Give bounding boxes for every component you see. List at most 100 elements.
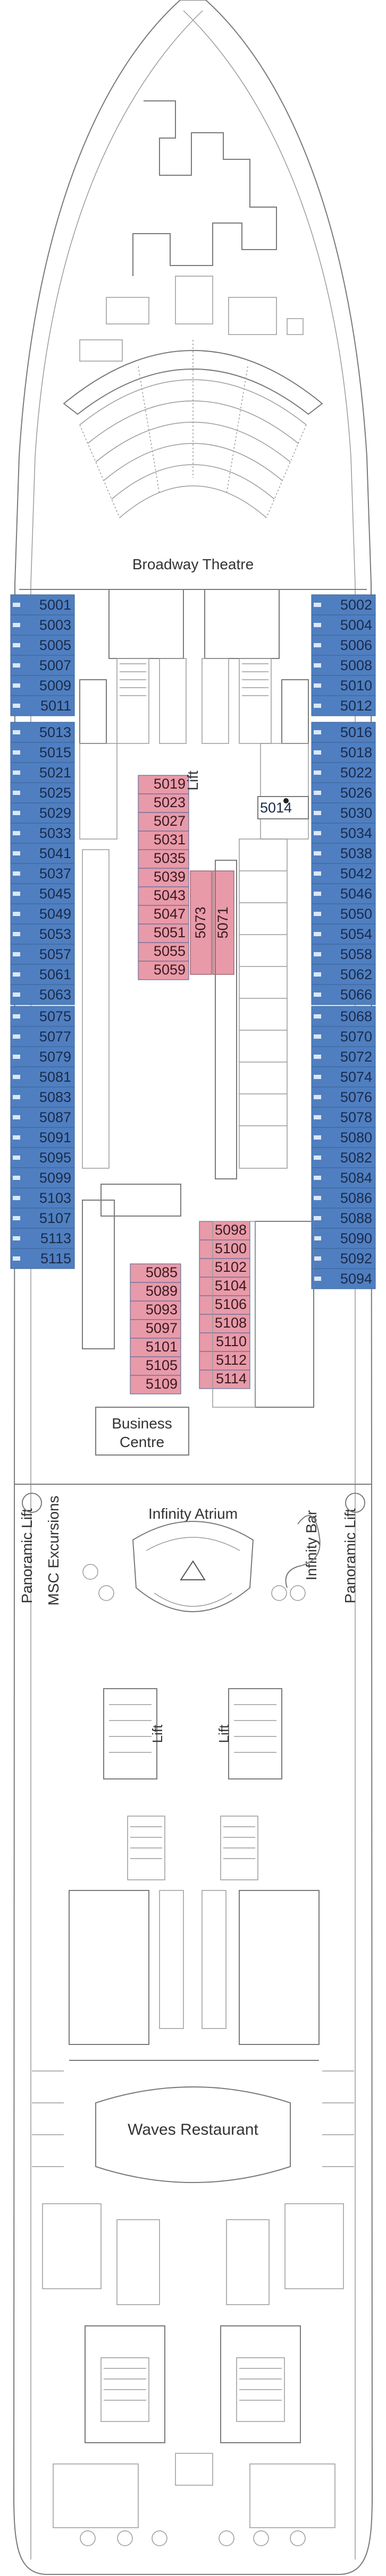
cabin-5010: 5010 (311, 675, 376, 696)
cabin-block (10, 722, 75, 743)
panoramic-lift-stbd-icon (345, 1493, 365, 1513)
cabin-5072: 5072 (311, 1046, 376, 1067)
cabin-number: 5030 (340, 805, 372, 821)
cabin-5001: 5001 (10, 594, 75, 615)
cabin-number: 5054 (340, 926, 372, 942)
bar-stool-icon (271, 1585, 287, 1601)
cabin-lobby-box (257, 796, 309, 819)
cabin-5009: 5009 (10, 675, 75, 696)
accessibility-icon (13, 952, 20, 956)
cabin-number: 5078 (340, 1109, 372, 1125)
cabin-5034: 5034 (311, 823, 376, 844)
accessibility-icon (13, 1216, 20, 1220)
bar-label: Infinity Bar (303, 1510, 320, 1580)
cabin-number: 5068 (340, 1008, 372, 1024)
cabin-5098: 5098 (199, 1221, 250, 1240)
cabin-5054: 5054 (311, 923, 376, 945)
cabin-5022: 5022 (311, 762, 376, 783)
cabin-block (199, 1258, 250, 1278)
accessibility-icon (314, 871, 321, 876)
cabin-5062: 5062 (311, 964, 376, 985)
cabin-5078: 5078 (311, 1107, 376, 1128)
cabin-block (311, 722, 376, 743)
accessibility-icon (314, 663, 321, 667)
cabin-number: 5073 (192, 906, 208, 938)
cabin-number: 5090 (340, 1230, 372, 1246)
cabin-block (130, 1375, 181, 1394)
cabin-5023: 5023 (138, 793, 189, 813)
cabin-5095: 5095 (10, 1147, 75, 1168)
cabin-5081: 5081 (10, 1066, 75, 1088)
cabin-number: 5047 (154, 906, 186, 922)
cabin-5029: 5029 (10, 802, 75, 824)
cabin-number: 5005 (39, 637, 71, 653)
cabin-5115: 5115 (10, 1248, 75, 1269)
cabin-number: 5083 (39, 1089, 71, 1105)
accessibility-icon (13, 811, 20, 815)
cabin-block (10, 1046, 75, 1067)
cabin-block (10, 655, 75, 676)
cabin-number: 5072 (340, 1049, 372, 1065)
cabin-5094: 5094 (311, 1268, 376, 1289)
seat-icon (152, 2530, 167, 2546)
cabin-5050: 5050 (311, 903, 376, 925)
cabin-5102: 5102 (199, 1258, 250, 1278)
accessibility-icon (314, 1075, 321, 1079)
cabin-number: 5058 (340, 946, 372, 962)
cabin-block (311, 984, 376, 1005)
cabin-5002: 5002 (311, 594, 376, 615)
star-icon (283, 798, 289, 803)
cabin-number: 5049 (39, 906, 71, 922)
accessibility-icon (314, 1095, 321, 1099)
cabin-block (10, 1228, 75, 1249)
cabin-block (311, 1006, 376, 1027)
accessibility-icon (314, 952, 321, 956)
seat-icon (253, 2530, 269, 2546)
cabin-5012: 5012 (311, 695, 376, 716)
theatre: Broadway Theatre (63, 340, 323, 572)
cabin-block (311, 1107, 376, 1128)
cabin-5055: 5055 (138, 942, 189, 962)
cabin-5099: 5099 (10, 1167, 75, 1188)
cabin-5108: 5108 (199, 1314, 250, 1333)
cabin-number: 5001 (39, 597, 71, 613)
cabin-block (10, 762, 75, 783)
cabin-5057: 5057 (10, 944, 75, 965)
accessibility-icon (314, 1277, 321, 1281)
cabin-block (199, 1277, 250, 1296)
cabin-block (10, 964, 75, 985)
cabin-number: 5063 (39, 987, 71, 1003)
cabin-block (311, 614, 376, 636)
cabin-block (311, 1167, 376, 1188)
accessibility-icon (13, 1115, 20, 1119)
cabin-number: 5112 (216, 1352, 247, 1368)
accessibility-icon (314, 1014, 321, 1019)
cabin-5026: 5026 (311, 782, 376, 803)
cabin-number: 5025 (39, 785, 71, 801)
cabin-number: 5004 (340, 617, 372, 633)
cabin-block (10, 635, 75, 656)
cabin-block (138, 793, 189, 813)
waves-restaurant: Waves Restaurant (32, 2060, 354, 2305)
cabin-5013: 5013 (10, 722, 75, 743)
cabin-block (10, 802, 75, 824)
cabin-block (311, 903, 376, 925)
cabin-number: 5070 (340, 1029, 372, 1045)
cabin-5066: 5066 (311, 984, 376, 1005)
cabin-block (10, 944, 75, 965)
cabin-block (138, 775, 189, 794)
cabin-number: 5081 (39, 1069, 71, 1085)
accessibility-icon (13, 771, 20, 775)
cabin-number: 5043 (154, 887, 186, 903)
cabin-number: 5012 (340, 698, 372, 714)
cabin-block (311, 823, 376, 844)
seat-icon (80, 2530, 96, 2546)
cabin-block (10, 883, 75, 904)
cabin-5043: 5043 (138, 886, 189, 906)
cabin-number: 5107 (39, 1210, 71, 1226)
cabin-number: 5106 (215, 1296, 247, 1312)
cabin-block (10, 594, 75, 615)
business-label-line1: Business (112, 1415, 172, 1432)
accessibility-icon (13, 643, 20, 647)
cabin-5087: 5087 (10, 1107, 75, 1128)
